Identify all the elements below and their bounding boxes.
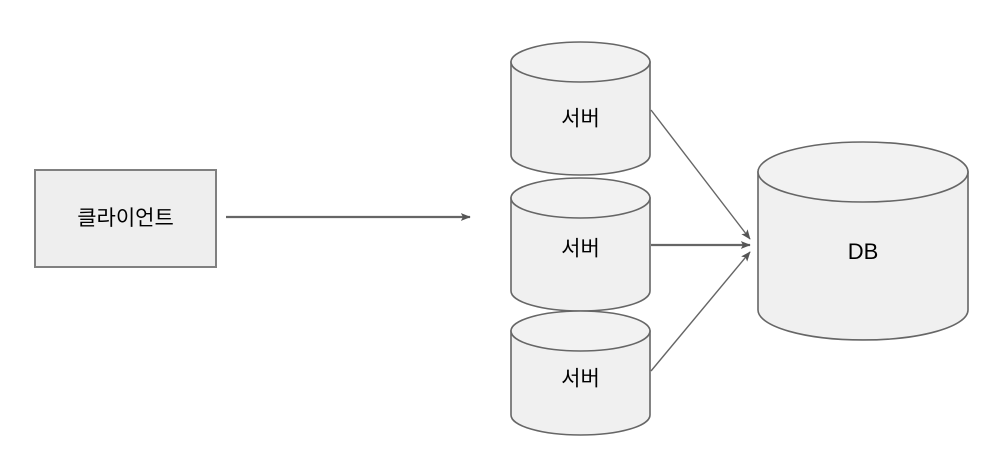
connector-line-server-1-to-db bbox=[650, 109, 751, 240]
server-3-label: 서버 bbox=[561, 368, 600, 391]
server-2-label: 서버 bbox=[561, 238, 600, 261]
node-database[interactable]: DB bbox=[757, 141, 969, 341]
server-3-body-shape bbox=[510, 330, 651, 436]
database-label: DB bbox=[848, 239, 879, 264]
connector-server-3-to-db bbox=[650, 251, 751, 372]
database-body-shape bbox=[757, 171, 969, 341]
server-3-top-shape bbox=[510, 310, 651, 352]
connector-server-1-to-db bbox=[650, 109, 751, 240]
client-box-shape bbox=[34, 169, 217, 268]
node-server-2[interactable]: 서버 bbox=[510, 177, 651, 312]
server-1-top-shape bbox=[510, 41, 651, 83]
connector-line-server-3-to-db bbox=[650, 251, 751, 372]
server-2-top-shape bbox=[510, 177, 651, 219]
node-server-3[interactable]: 서버 bbox=[510, 310, 651, 436]
node-client[interactable]: 클라이언트 bbox=[34, 169, 217, 268]
node-server-1[interactable]: 서버 bbox=[510, 41, 651, 176]
server-1-label: 서버 bbox=[561, 108, 600, 131]
database-top-shape bbox=[757, 141, 969, 203]
server-1-body-shape bbox=[510, 61, 651, 176]
client-label: 클라이언트 bbox=[77, 207, 174, 230]
